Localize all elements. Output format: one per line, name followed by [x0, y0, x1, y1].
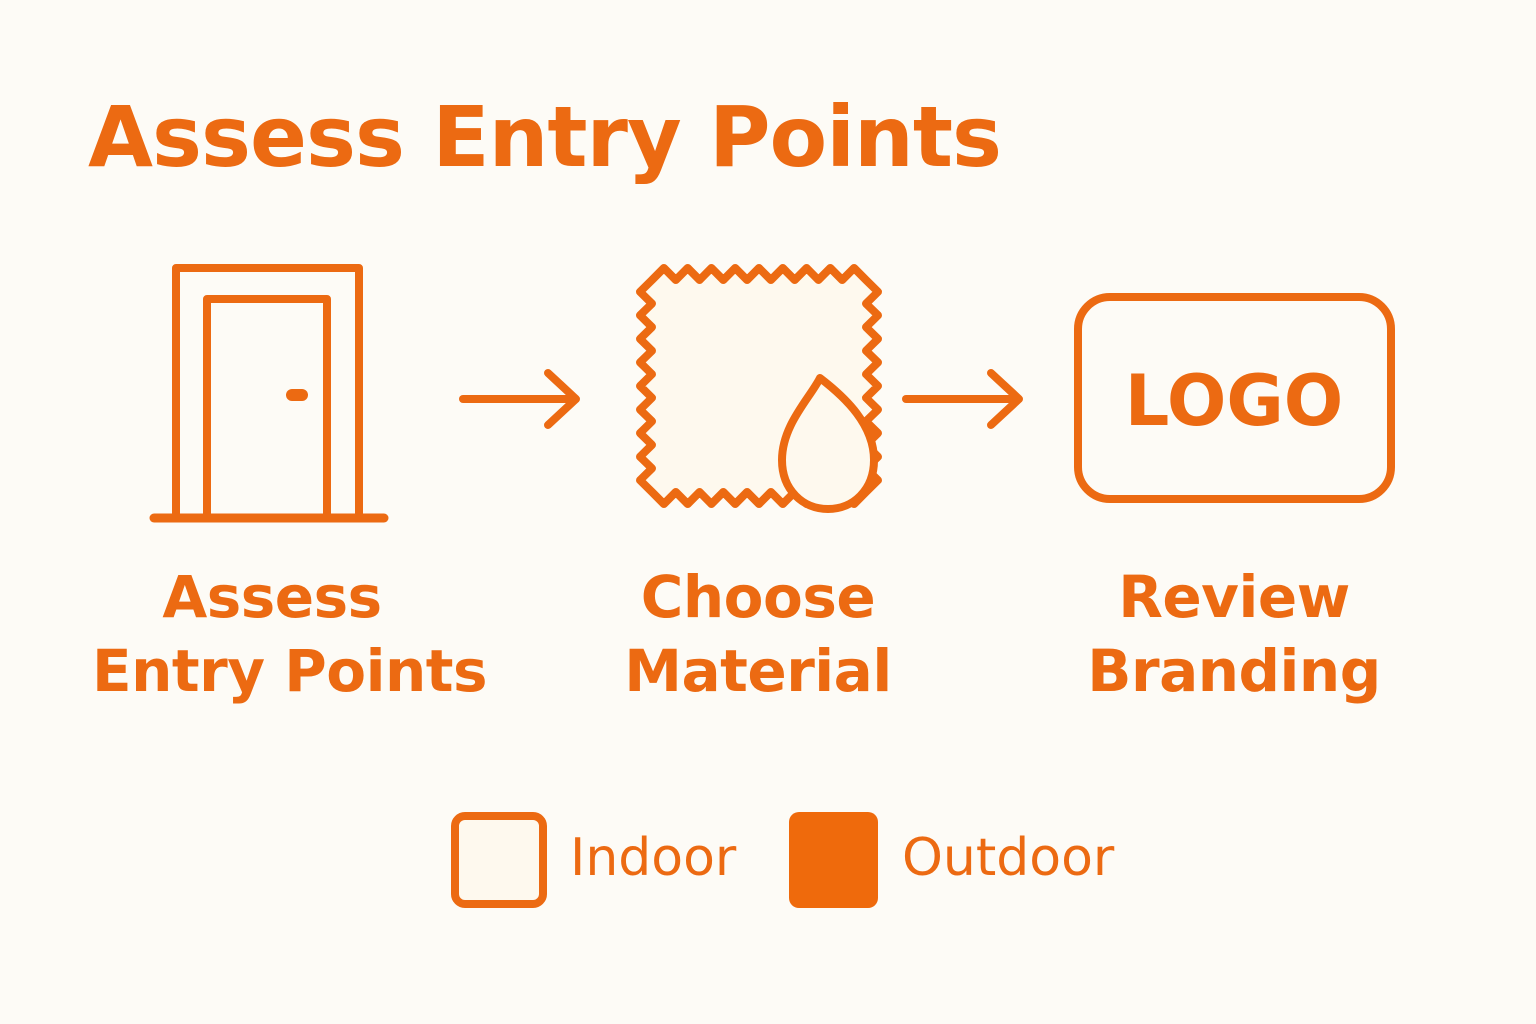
- logo-sign-icon: LOGO: [1074, 293, 1395, 503]
- step-label-choose-material: Choose Material: [578, 560, 938, 708]
- logo-text: LOGO: [1125, 360, 1344, 442]
- door-icon: [149, 264, 389, 523]
- page-title: Assess Entry Points: [88, 88, 1002, 186]
- legend-swatch-outdoor: [789, 812, 878, 908]
- step-label-review-branding: Review Branding: [1054, 560, 1414, 708]
- step-label-line: Assess: [162, 563, 382, 631]
- legend-label-indoor: Indoor: [570, 828, 737, 888]
- legend-swatch-indoor: [451, 812, 547, 908]
- step-label-line: Choose: [640, 563, 876, 631]
- step-label-line: Material: [624, 637, 892, 705]
- legend-label-outdoor: Outdoor: [902, 828, 1115, 888]
- step-label-line: Branding: [1087, 637, 1381, 705]
- step-label-assess-entry-points: Assess Entry Points: [92, 560, 488, 708]
- arrow-right-icon: [459, 369, 580, 429]
- step-label-line: Review: [1118, 563, 1350, 631]
- arrow-right-icon: [902, 369, 1023, 429]
- step-label-line: Entry Points: [92, 637, 488, 705]
- fabric-swatch-drop-icon: [636, 264, 882, 513]
